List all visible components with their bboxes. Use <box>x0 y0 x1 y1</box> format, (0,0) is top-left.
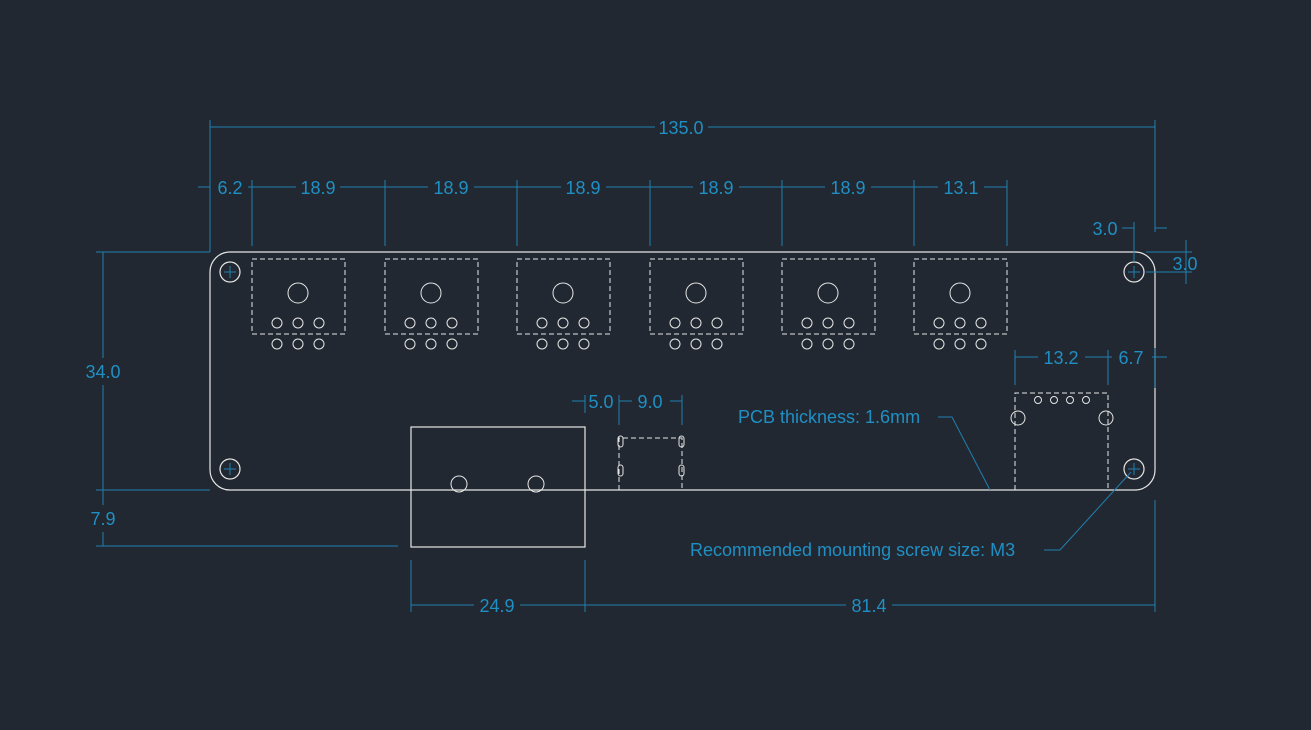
dim-rj-right-offset-label: 6.7 <box>1118 348 1143 368</box>
usb-connector <box>617 435 685 490</box>
dim-rj-width-label: 13.2 <box>1043 348 1078 368</box>
dim-hole-offset-x: 3.0 <box>1092 219 1167 262</box>
dim-pitch-4-label: 18.9 <box>698 178 733 198</box>
mounting-hole-bottom-left <box>219 458 241 480</box>
module-4 <box>649 258 744 350</box>
note-screw-size: Recommended mounting screw size: M3 <box>690 471 1132 560</box>
dim-hole-offset-y-label: 3.0 <box>1172 254 1197 274</box>
dim-overall-width: 135.0 <box>209 118 1156 252</box>
dim-overall-width-label: 135.0 <box>658 118 703 138</box>
module-3 <box>516 258 611 350</box>
dim-pitch-2-label: 18.9 <box>433 178 468 198</box>
dim-bottom-chain: 24.9 81.4 <box>410 500 1156 616</box>
module-1 <box>251 258 346 350</box>
mounting-hole-bottom-right <box>1123 458 1145 480</box>
note-pcb-thickness: PCB thickness: 1.6mm <box>738 407 991 491</box>
rj-connector <box>1010 392 1114 490</box>
note-pcb-thickness-text: PCB thickness: 1.6mm <box>738 407 920 427</box>
dim-rj: 13.2 6.7 <box>1014 348 1167 388</box>
dim-left-margin-label: 6.2 <box>217 178 242 198</box>
dim-jack-overhang: 7.9 <box>90 490 398 547</box>
dim-board-height-label: 34.0 <box>85 362 120 382</box>
pcb-outline <box>209 251 1156 491</box>
module-5 <box>781 258 876 350</box>
dim-hole-offset-x-label: 3.0 <box>1092 219 1117 239</box>
dim-usb: 5.0 9.0 <box>572 392 683 425</box>
dim-last-pitch-label: 13.1 <box>943 178 978 198</box>
module-6 <box>913 258 1008 350</box>
dim-jack-width-label: 24.9 <box>479 596 514 616</box>
dim-pitch-1-label: 18.9 <box>300 178 335 198</box>
dim-usb-width-label: 9.0 <box>637 392 662 412</box>
dim-jack-overhang-label: 7.9 <box>90 509 115 529</box>
power-jack <box>410 426 586 548</box>
dim-pitch-5-label: 18.9 <box>830 178 865 198</box>
mounting-hole-top-right <box>1123 261 1145 283</box>
dim-usb-offset-label: 5.0 <box>588 392 613 412</box>
dim-module-chain: 6.2 18.9 18.9 18.9 18.9 18.9 13.1 <box>198 178 1008 246</box>
dim-board-height: 34.0 <box>85 251 210 491</box>
mounting-hole-top-left <box>219 261 241 283</box>
dim-pitch-3-label: 18.9 <box>565 178 600 198</box>
dim-hole-offset-y: 3.0 <box>1146 240 1198 284</box>
module-2 <box>384 258 479 350</box>
note-screw-size-text: Recommended mounting screw size: M3 <box>690 540 1015 560</box>
dim-jack-to-edge-label: 81.4 <box>851 596 886 616</box>
